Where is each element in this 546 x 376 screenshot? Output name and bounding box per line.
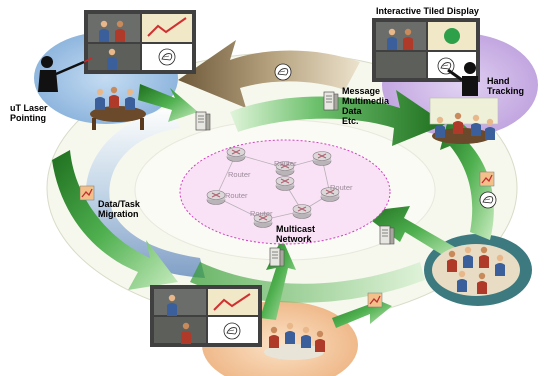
hand-tracking-label: Hand Tracking — [487, 76, 525, 96]
multicast-network — [179, 139, 391, 245]
chart-icon — [479, 171, 495, 187]
green-arrow-group-up — [260, 238, 296, 320]
router-label-1: Router — [228, 170, 251, 179]
green-arrow-top — [230, 90, 446, 146]
hand-tracking-figure — [447, 62, 478, 96]
router-label-2: Router — [274, 159, 297, 168]
green-arrow-right-up — [440, 112, 494, 240]
message-label: Message Multimedia Data Etc. — [342, 86, 390, 126]
router-4 — [206, 190, 226, 205]
server-top-icon — [323, 91, 339, 111]
multicast-network-label: Multicast Network — [276, 224, 316, 244]
green-arrow-classroom — [360, 206, 460, 262]
hand-icon — [479, 191, 497, 209]
tiled-display-bottom — [150, 285, 262, 347]
server-left-icon — [195, 111, 211, 131]
hand-icon — [223, 322, 241, 340]
chart-icon — [367, 292, 383, 308]
router-label-3: Router — [330, 183, 353, 192]
classroom-group — [432, 244, 520, 296]
tiled-display-topleft — [84, 10, 196, 74]
router-1 — [226, 147, 246, 162]
blue-arc — [85, 108, 205, 278]
router-8 — [292, 204, 312, 219]
server-bottom-icon — [269, 247, 285, 267]
router-label-5: Router — [250, 209, 273, 218]
data-task-migration-label: Data/Task Migration — [98, 199, 140, 219]
server-right-icon — [379, 225, 395, 245]
router-3 — [312, 151, 332, 166]
chart-icon — [79, 185, 95, 201]
tan-arrow — [178, 40, 360, 108]
green-arrow-laser — [138, 84, 198, 122]
meeting-table-left — [90, 86, 146, 130]
hand-icon — [158, 48, 176, 66]
router-5 — [275, 176, 295, 191]
hand-icon — [274, 63, 292, 81]
meeting-table-right — [429, 97, 499, 144]
tiled-display-label: Interactive Tiled Display — [376, 6, 479, 16]
laser-pointer-figure — [38, 56, 93, 92]
router-label-4: Router — [225, 191, 248, 200]
group-meeting-bottom — [264, 322, 325, 360]
laser-pointing-label: uT Laser Pointing — [10, 103, 48, 123]
tiled-display-topright — [372, 18, 480, 82]
green-arrow-left-down — [52, 150, 178, 290]
